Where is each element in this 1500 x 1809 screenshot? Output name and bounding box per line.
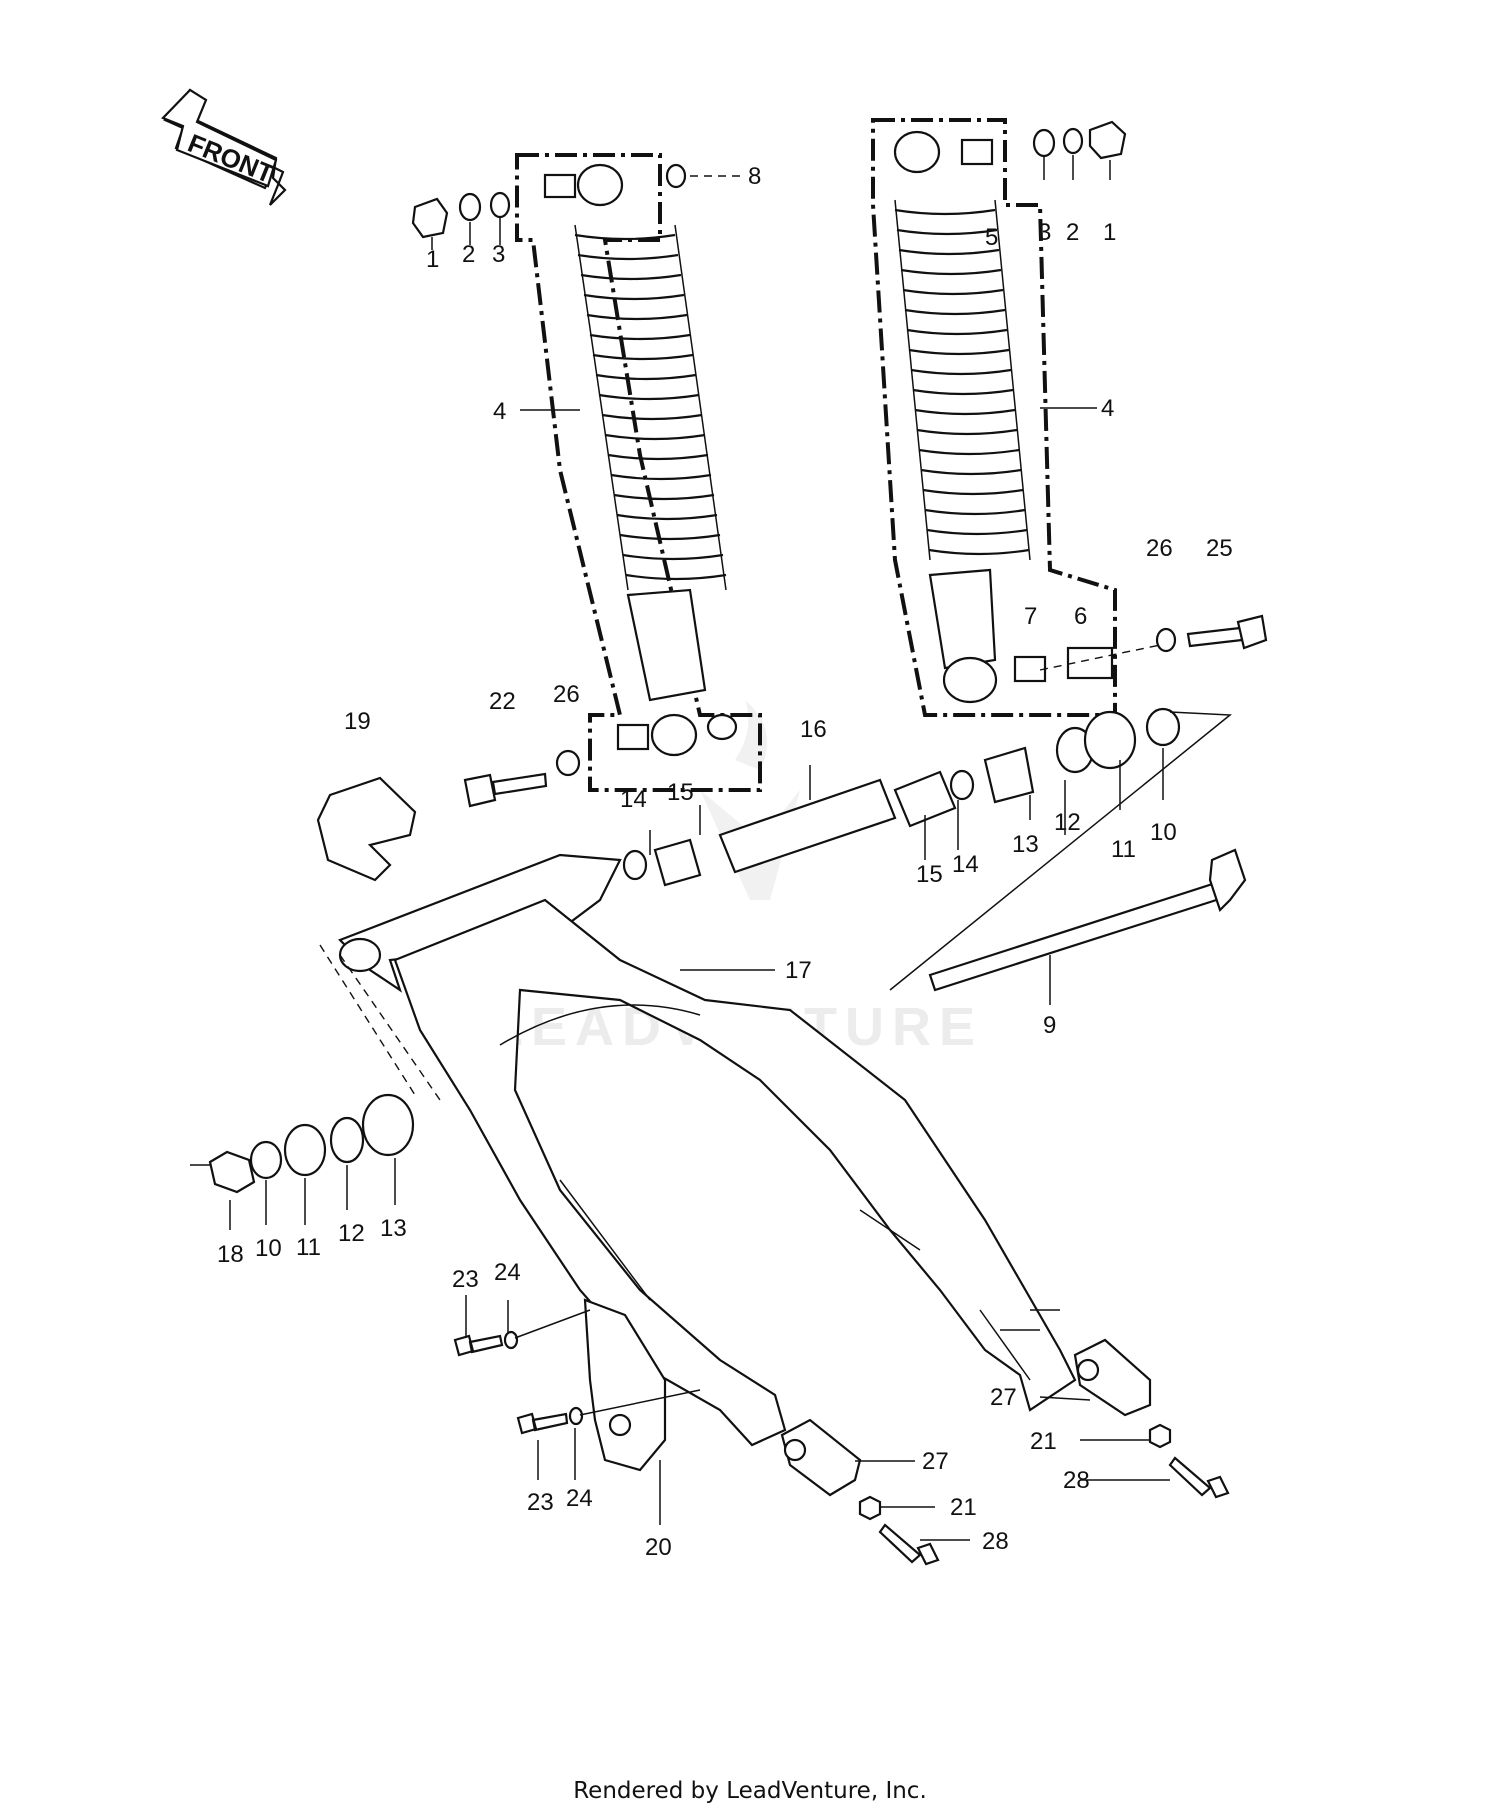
callout-9: 9: [1043, 1012, 1056, 1039]
left-shock-absorber: [515, 153, 762, 792]
callout-25: 25: [1206, 535, 1233, 562]
callout-3: 3: [492, 241, 505, 268]
callout-24: 24: [494, 1259, 521, 1286]
callout-22: 22: [489, 688, 516, 715]
washer-26-right: [1155, 627, 1177, 653]
callout-11: 11: [1111, 836, 1136, 863]
right-top-fasteners: [1032, 120, 1127, 180]
callout-15: 15: [667, 779, 694, 806]
callout-4: 4: [1101, 395, 1114, 422]
callout-16: 16: [800, 716, 827, 743]
callout-3: 3: [1038, 219, 1051, 246]
callout-23: 23: [527, 1489, 554, 1516]
swingarm-17: [338, 853, 1077, 1447]
callout-7: 7: [1024, 603, 1037, 630]
callout-17: 17: [785, 957, 812, 984]
callout-2: 2: [462, 241, 475, 268]
callout-26: 26: [1146, 535, 1173, 562]
callout-1: 1: [426, 246, 439, 273]
front-arrow-icon: FRONT: [161, 88, 287, 206]
swingarm-pivot-dash: [319, 944, 441, 1101]
callout-21: 21: [1030, 1428, 1057, 1455]
bolt-25: [1186, 614, 1268, 650]
callout-12: 12: [338, 1220, 365, 1247]
callout-8: 8: [748, 163, 761, 190]
callout-11: 11: [296, 1234, 321, 1261]
bolt-leaders: [465, 1295, 701, 1480]
callout-13: 13: [380, 1215, 407, 1242]
callout-labels: 1 2 3 4 8 5 3 2 1 4 26 25 7 6 19 22 26 1…: [217, 163, 1233, 1561]
callout-26: 26: [553, 681, 580, 708]
left-pivot-stack: [208, 1093, 415, 1194]
left-top-fasteners: [411, 191, 511, 250]
bolt-22: [463, 772, 548, 808]
right-shock-absorber: [871, 118, 1117, 717]
callout-4: 4: [493, 398, 506, 425]
left-spring: [574, 224, 727, 591]
callout-23: 23: [452, 1266, 479, 1293]
callout-27: 27: [990, 1384, 1017, 1411]
washer-8: [665, 163, 687, 189]
callout-14: 14: [952, 851, 979, 878]
callout-14: 14: [620, 786, 647, 813]
callout-10: 10: [1150, 819, 1177, 846]
callout-12: 12: [1054, 809, 1081, 836]
chain-guide-bracket-20: [583, 1298, 667, 1472]
chain-guide-clip-19: [316, 776, 417, 882]
callout-5: 5: [985, 224, 998, 251]
leader-right-axis: [1039, 644, 1161, 671]
pivot-leaders: [649, 748, 1164, 860]
callout-1: 1: [1103, 219, 1116, 246]
callout-19: 19: [344, 708, 371, 735]
right-spring: [894, 199, 1031, 561]
footer-credit: Rendered by LeadVenture, Inc.: [573, 1778, 927, 1804]
callout-21: 21: [950, 1494, 977, 1521]
callout-18: 18: [217, 1241, 244, 1268]
callout-10: 10: [255, 1235, 282, 1262]
callout-15: 15: [916, 861, 943, 888]
callout-13: 13: [1012, 831, 1039, 858]
left-stack-leaders: [190, 1158, 396, 1230]
callout-2: 2: [1066, 219, 1079, 246]
washer-26-left: [555, 749, 581, 777]
pivot-shaft-9: [928, 848, 1247, 992]
callout-28: 28: [1063, 1467, 1090, 1494]
pivot-collars: [622, 707, 1181, 887]
callout-20: 20: [645, 1534, 672, 1561]
shaft-leader-lines: [889, 711, 1232, 991]
chain-adjuster-right: [1073, 1338, 1230, 1499]
bolts-23-24: [453, 1330, 584, 1435]
callout-28: 28: [982, 1528, 1009, 1555]
callout-27: 27: [922, 1448, 949, 1475]
callout-6: 6: [1074, 603, 1087, 630]
chain-adjuster-left: [780, 1418, 940, 1566]
adjuster-leaders: [855, 1396, 1170, 1541]
callout-24: 24: [566, 1485, 593, 1512]
